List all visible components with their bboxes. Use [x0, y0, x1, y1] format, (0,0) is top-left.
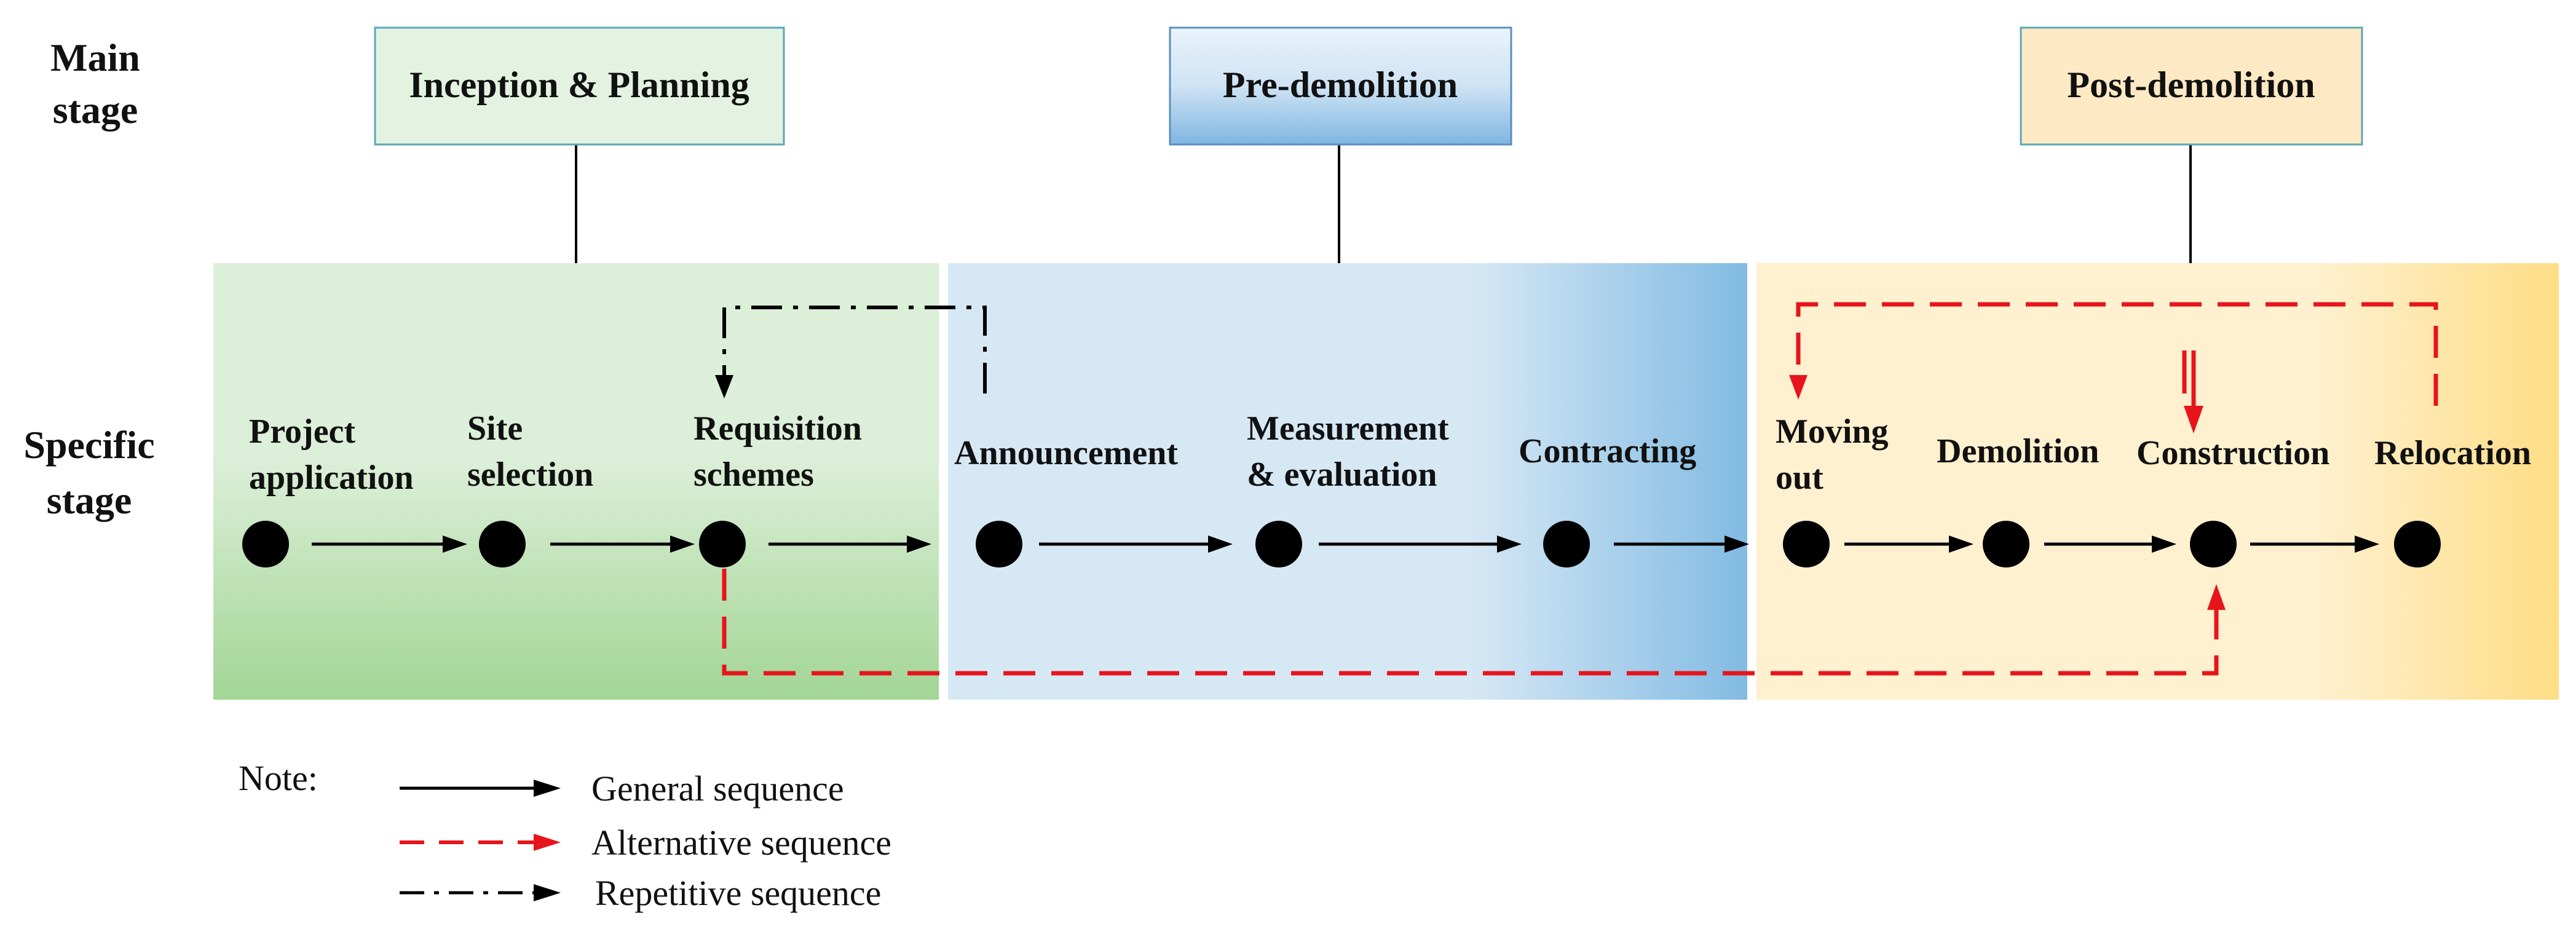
node-label: Moving [1776, 413, 1889, 451]
main-stage-label-line1: Main [50, 36, 140, 79]
node-label: & evaluation [1247, 456, 1437, 494]
node-dot [699, 521, 746, 567]
node-label: Site [467, 409, 523, 448]
legend-general: General sequence [400, 769, 844, 809]
node-label: Demolition [1937, 432, 2099, 470]
alternative-sequence-upper [1789, 302, 2438, 406]
node-label: Relocation [2374, 434, 2531, 472]
general-arrow [768, 536, 931, 553]
node-label: application [249, 459, 414, 497]
stage-node: Contracting [1519, 432, 1696, 567]
main-stage-pre-demolition: Pre-demolition [1169, 26, 1512, 146]
node-dot [1783, 521, 1830, 567]
general-arrow [1844, 536, 1973, 553]
general-arrow [1319, 536, 1522, 553]
node-label: selection [467, 456, 593, 494]
stage-node: Demolition [1937, 432, 2099, 567]
node-label: Construction [2136, 434, 2329, 472]
main-stage-inception-label: Inception & Planning [409, 65, 749, 105]
node-label: Contracting [1519, 432, 1696, 470]
node-dot [479, 521, 526, 567]
general-arrow [312, 536, 467, 553]
specific-stage-row-label: Specific stage [23, 423, 154, 522]
node-label: Project [249, 413, 355, 451]
stage-node: Announcement [954, 434, 1178, 567]
main-stage-row-label: Main stage [50, 36, 140, 132]
node-label: Requisition [693, 409, 862, 448]
alternative-sequence-construction-in [2182, 350, 2203, 433]
stage-node: Requisition schemes [693, 409, 862, 567]
specific-stage-label-line1: Specific [23, 423, 154, 467]
stage-node: Measurement & evaluation [1247, 409, 1449, 567]
legend-repetitive-label: Repetitive sequence [595, 873, 881, 913]
general-arrow [2044, 536, 2176, 553]
pre-demolition-panel [948, 263, 1747, 700]
specific-stage-label-line2: stage [47, 478, 132, 522]
alternative-sequence-lower [722, 569, 2226, 676]
legend-alternative-label: Alternative sequence [591, 823, 891, 863]
post-demolition-panel [1756, 263, 2559, 700]
general-arrow [1614, 536, 1749, 553]
node-label: Measurement [1247, 409, 1449, 448]
node-dot [1255, 521, 1302, 567]
legend: Note: General sequence Alternative seque… [239, 758, 891, 913]
node-label: schemes [693, 456, 814, 494]
node-dot [1983, 521, 2029, 567]
node-label: out [1776, 459, 1823, 497]
general-arrow [2250, 536, 2379, 553]
main-stage-label-line2: stage [53, 88, 138, 132]
inception-panel [213, 263, 939, 700]
node-dot [1543, 521, 1590, 567]
node-dot [976, 521, 1022, 567]
stage-node: Construction [2136, 434, 2329, 567]
stage-node: Site selection [467, 409, 593, 567]
general-arrow [1039, 536, 1233, 553]
repetitive-sequence-path [715, 306, 987, 398]
legend-alternative: Alternative sequence [400, 823, 891, 863]
nodes-layer: Project application Site selection Requisiti… [242, 409, 2531, 567]
node-dot [2394, 521, 2441, 567]
general-arrow [550, 536, 695, 553]
main-stage-post-demolition: Post-demolition [2020, 26, 2363, 146]
node-dot [2190, 521, 2237, 567]
node-label: Announcement [954, 434, 1178, 472]
node-dot [242, 521, 289, 567]
legend-repetitive: Repetitive sequence [400, 873, 881, 913]
stage-node: Relocation [2374, 434, 2531, 567]
general-arrows-layer [312, 536, 2379, 553]
legend-title: Note: [239, 758, 318, 798]
legend-general-label: General sequence [591, 769, 844, 809]
main-stage-post-demolition-label: Post-demolition [2067, 65, 2315, 105]
main-stage-pre-demolition-label: Pre-demolition [1223, 65, 1458, 105]
stage-node: Moving out [1776, 413, 1889, 567]
stage-node: Project application [242, 413, 414, 567]
main-stage-inception: Inception & Planning [374, 26, 785, 146]
